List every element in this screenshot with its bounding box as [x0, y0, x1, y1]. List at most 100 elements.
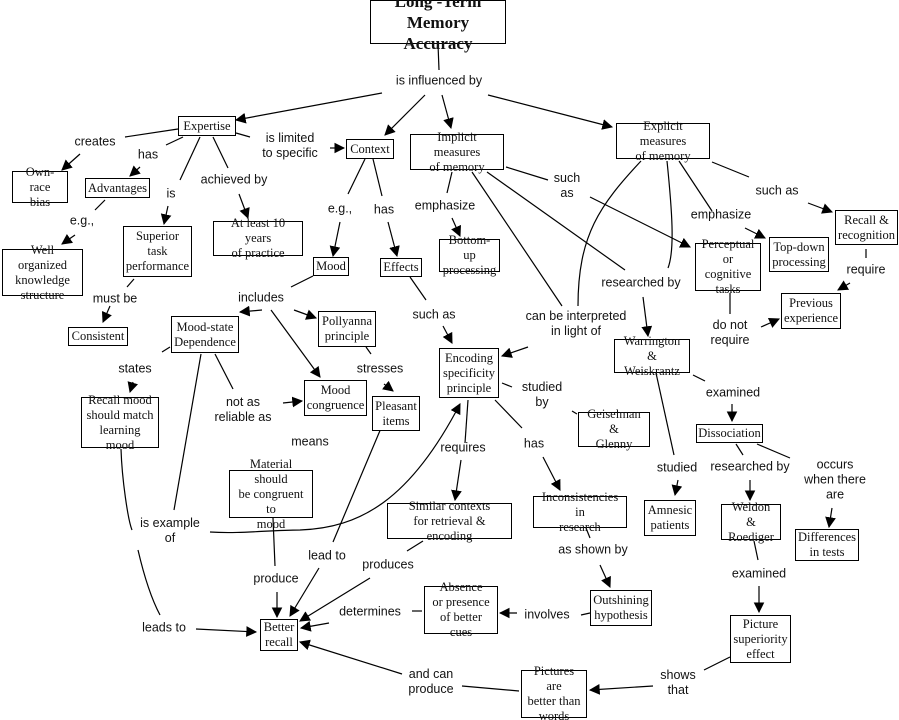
connector: [290, 275, 314, 288]
link-is-limited-to-specific: is limited to specific: [262, 131, 318, 160]
link-as-shown-by: as shown by: [558, 542, 628, 557]
connector: [735, 443, 744, 456]
connector: [365, 346, 372, 355]
connector-arrow: [387, 221, 400, 258]
node-dissociation[interactable]: Dissociation: [696, 424, 763, 443]
connector-arrow: [500, 346, 529, 358]
link-achieved-by: achieved by: [200, 172, 268, 187]
node-superior-task[interactable]: Superior task performance: [123, 226, 192, 277]
link-researched-by: researched by: [710, 459, 790, 474]
node-inconsistencies[interactable]: Inconsistencies in research: [533, 490, 627, 534]
node-geiselman[interactable]: Geiselman & Glenny: [578, 407, 650, 451]
node-mood[interactable]: Mood: [313, 257, 349, 276]
link-creates: creates: [74, 134, 116, 149]
link-shows-that: shows that: [660, 668, 696, 697]
node-similar-contexts[interactable]: Similar contexts for retrieval & encodin…: [387, 499, 512, 543]
node-implicit-measures[interactable]: Implicit measures of memory: [410, 130, 504, 174]
connector: [585, 527, 591, 539]
node-expertise[interactable]: Expertise: [178, 116, 236, 136]
link-must-be: must be: [92, 291, 138, 306]
node-top-down[interactable]: Top-down processing: [769, 237, 829, 272]
connector: [753, 540, 759, 561]
connector-arrow: [382, 380, 394, 392]
connector: [179, 136, 201, 181]
connector: [165, 136, 184, 146]
node-outshining[interactable]: Outshining hypothesis: [590, 590, 652, 626]
node-pleasant-items[interactable]: Pleasant items: [372, 396, 420, 431]
connector-arrow: [160, 205, 172, 226]
connector-arrow: [588, 683, 654, 695]
node-mood-congruence[interactable]: Mood congruence: [304, 380, 367, 416]
node-encoding-specificity[interactable]: Encoding specificity principle: [439, 348, 499, 398]
node-warrington[interactable]: Warrington & Weiskrantz: [614, 334, 690, 378]
link-studied-by: studied by: [521, 380, 563, 409]
connector: [692, 374, 706, 382]
connector: [332, 413, 388, 543]
link-do-not-require: do not require: [710, 318, 750, 347]
node-long-term-memory-accuracy[interactable]: Long -Term Memory Accuracy: [370, 0, 506, 53]
link-emphasize: emphasize: [414, 198, 476, 213]
node-own-race-bias[interactable]: Own-race bias: [12, 165, 68, 209]
link-is-example-of: is example of: [140, 516, 200, 545]
node-ten-years[interactable]: At least 10 years of practice: [213, 216, 303, 260]
link-leads-to: leads to: [142, 620, 186, 635]
node-better-recall[interactable]: Better recall: [260, 619, 298, 651]
node-picture-superiority[interactable]: Picture superiority effect: [730, 615, 791, 663]
connector-arrow: [234, 92, 383, 124]
link-require: require: [846, 262, 886, 277]
node-differences-in-tests[interactable]: Differences in tests: [795, 529, 859, 561]
link-such-as: such as: [412, 307, 456, 322]
connector-arrow: [293, 309, 318, 320]
connector-arrow: [451, 459, 462, 502]
link-and-can-produce: and can produce: [408, 667, 454, 696]
link-not-as-reliable-as: not as reliable as: [214, 395, 272, 424]
connector-arrow: [238, 193, 250, 220]
connector: [711, 161, 750, 178]
node-previous-experience[interactable]: Previous experience: [781, 293, 841, 329]
node-recall-mood[interactable]: Recall mood should match learning mood: [81, 393, 159, 452]
node-absence-presence[interactable]: Absence or presence of better cues: [424, 580, 498, 639]
link-such-as: such as: [755, 183, 799, 198]
node-mood-state-dependence[interactable]: Mood-state Dependence: [171, 316, 239, 353]
link-lead-to: lead to: [308, 548, 346, 563]
link-examined: examined: [731, 566, 787, 581]
node-well-organized[interactable]: Well organized knowledge structure: [2, 243, 83, 302]
node-context[interactable]: Context: [346, 139, 394, 159]
node-pollyanna[interactable]: Pollyanna principle: [318, 311, 376, 347]
link-occurs-when-there-are: occurs when there are: [804, 457, 866, 502]
connector: [571, 410, 578, 415]
node-pictures-better[interactable]: Pictures are better than words: [521, 664, 587, 720]
connector: [94, 199, 106, 211]
link-produce: produce: [253, 571, 299, 586]
connector: [437, 43, 440, 71]
connector: [235, 132, 251, 138]
node-explicit-measures[interactable]: Explicit measures of memory: [616, 119, 710, 163]
connector: [214, 353, 234, 390]
connector-arrow: [299, 577, 371, 622]
connector: [161, 346, 171, 353]
connector-arrow: [641, 296, 653, 338]
node-material-congruent[interactable]: Material should be congruent to mood: [229, 457, 313, 531]
connector-arrow: [298, 639, 403, 675]
connector: [347, 158, 366, 195]
link-states: states: [118, 361, 152, 376]
node-recall-recognition[interactable]: Recall & recognition: [835, 210, 898, 245]
connector: [580, 612, 591, 616]
link-studied: studied: [656, 460, 698, 475]
node-amnesic-patients[interactable]: Amnesic patients: [644, 500, 696, 536]
connector: [126, 278, 135, 288]
node-consistent[interactable]: Consistent: [68, 327, 128, 346]
connector: [446, 171, 453, 194]
node-perceptual-tasks[interactable]: Perceptual or cognitive tasks: [695, 237, 761, 296]
node-effects[interactable]: Effects: [380, 258, 422, 277]
connector-arrow: [282, 396, 304, 408]
link-such-as: such as: [553, 171, 581, 200]
connector-arrow: [744, 227, 766, 239]
node-weldon-roediger[interactable]: Weldon & Roediger: [721, 500, 781, 544]
node-bottom-up[interactable]: Bottom-up processing: [439, 233, 500, 277]
connector-arrow: [101, 305, 112, 323]
connector: [124, 128, 179, 138]
node-advantages[interactable]: Advantages: [85, 178, 150, 198]
connector-arrow: [129, 165, 141, 177]
connector: [372, 158, 383, 197]
